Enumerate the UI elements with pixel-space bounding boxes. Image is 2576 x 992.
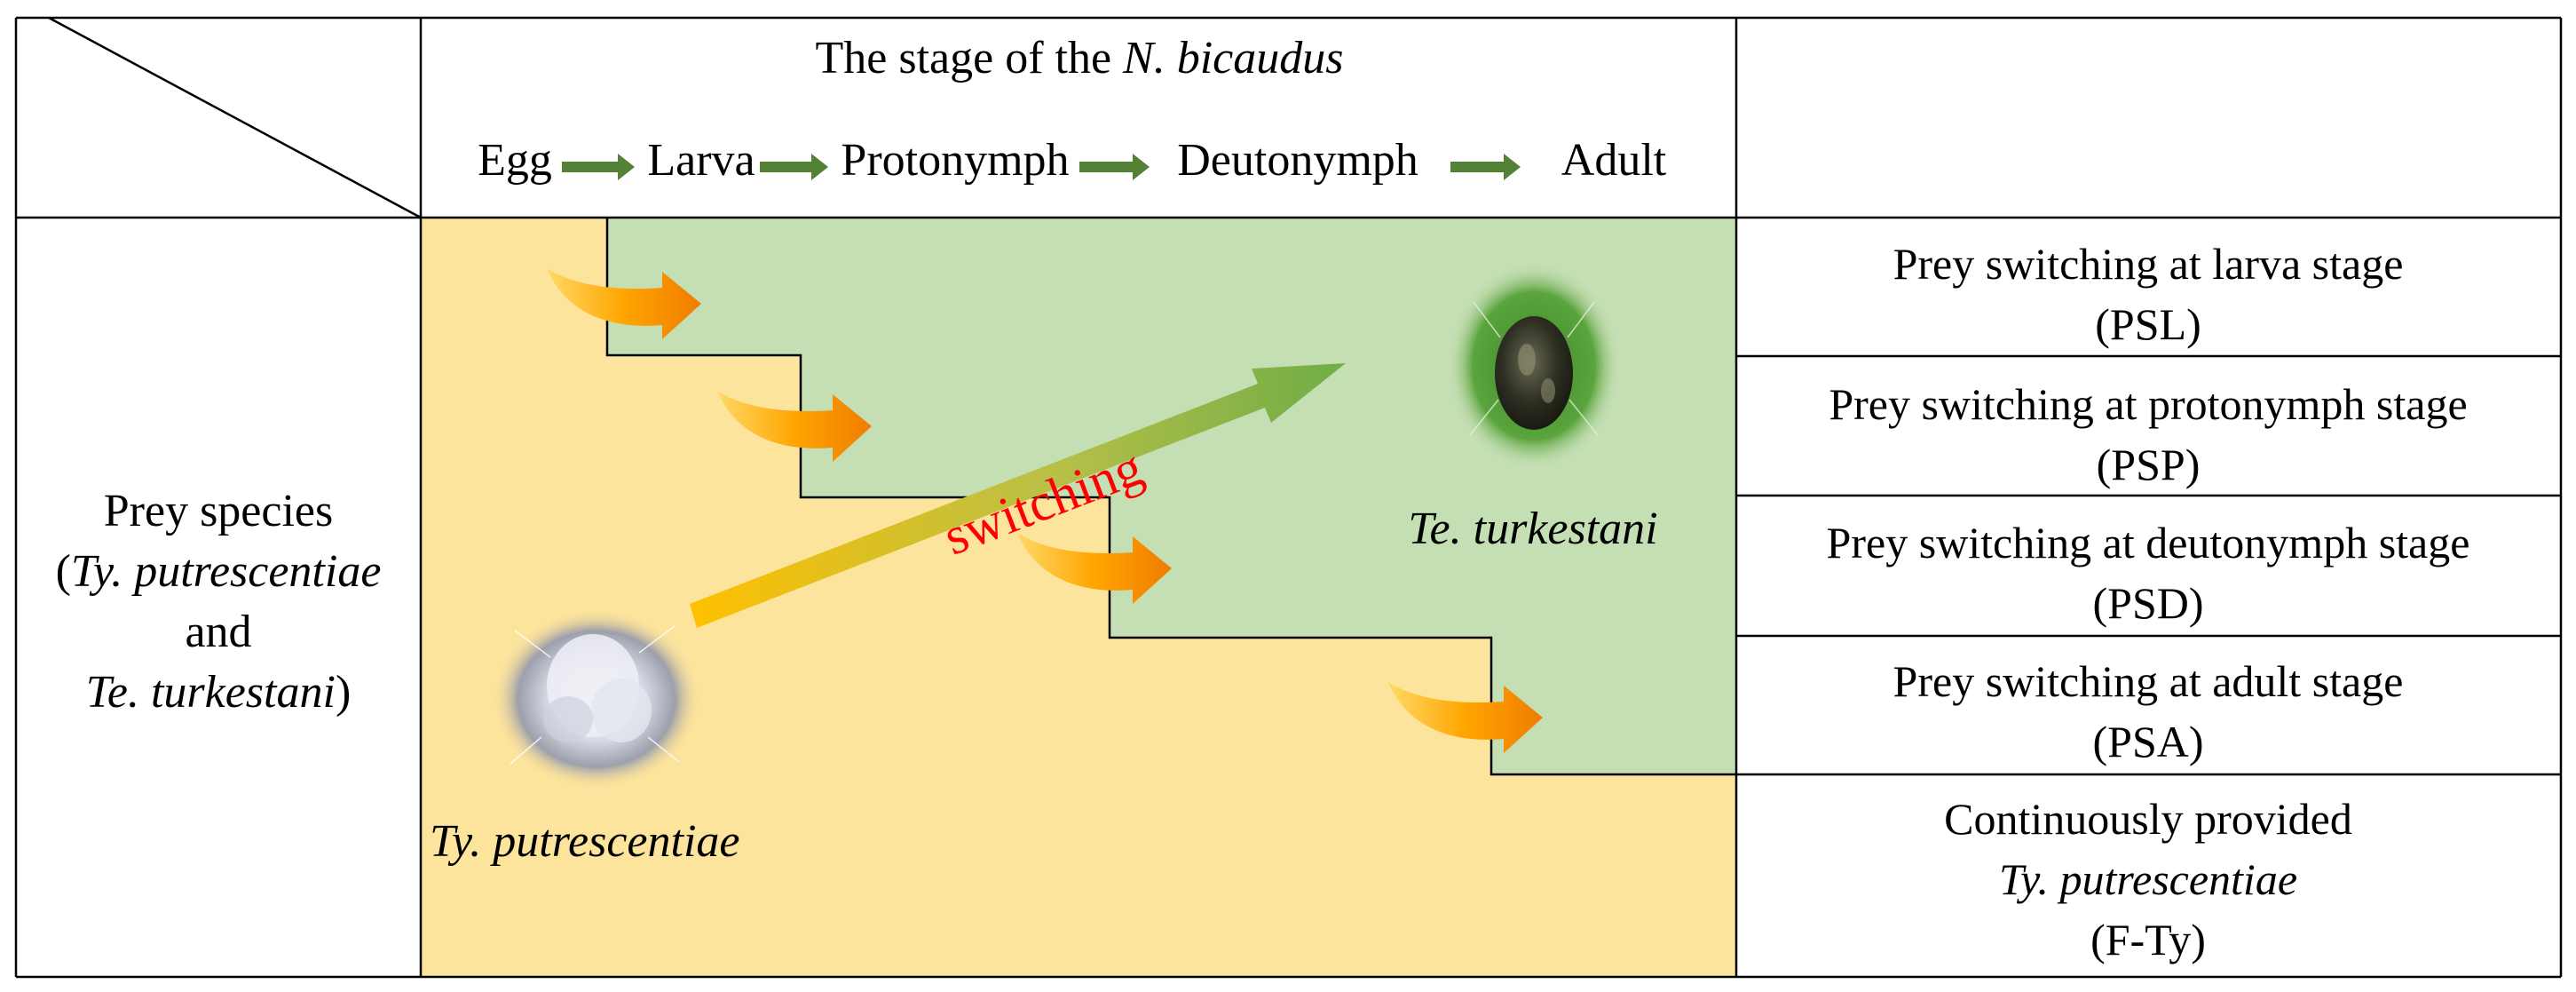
treatment-psa-name: Prey switching at adult stage — [1892, 656, 2404, 706]
treatment-psd-code: (PSD) — [2092, 578, 2204, 628]
stage-arrow-2 — [760, 154, 828, 180]
stage-egg: Egg — [478, 135, 552, 186]
prey-species-ty: Ty. putrescentiae — [70, 546, 382, 597]
prey-species-line4: Te. turkestani) — [85, 667, 352, 718]
stage-arrows — [562, 154, 1521, 180]
prey-species-label: Prey species — [103, 486, 334, 536]
curved-arrow-protonymph — [717, 391, 872, 462]
treatment-psl-name: Prey switching at larva stage — [1892, 239, 2404, 289]
stage-title: The stage of the N. bicaudus — [816, 36, 1344, 82]
table-grid — [14, 16, 2563, 979]
te-turkestani-label: Te. turkestani — [1408, 504, 1658, 554]
stage-arrow-4 — [1450, 154, 1521, 180]
treatment-fty-name: Continuously provided — [1944, 794, 2352, 844]
treatment-psa-code: (PSA) — [2092, 717, 2204, 766]
curved-arrow-deutonymph — [1017, 533, 1172, 604]
ty-putrescentiae-label: Ty. putrescentiae — [430, 816, 740, 867]
treatment-psd-name: Prey switching at deutonymph stage — [1826, 518, 2470, 567]
curved-arrow-larva — [547, 268, 701, 339]
stage-arrow-1 — [562, 154, 635, 180]
stage-protonymph: Protonymph — [841, 135, 1070, 186]
prey-species-line2: (Ty. putrescentiae — [55, 546, 382, 597]
curved-arrow-adult — [1388, 682, 1543, 753]
stage-title-species: N. bicaudus — [1123, 33, 1344, 83]
stage-arrow-3 — [1079, 154, 1150, 180]
treatment-psp-name: Prey switching at protonymph stage — [1829, 379, 2468, 429]
te-turkestani-image — [1447, 261, 1621, 471]
treatment-fty-species: Ty. putrescentiae — [1998, 854, 2298, 904]
prey-species-and: and — [185, 607, 252, 657]
stage-adult: Adult — [1561, 135, 1667, 186]
stage-deutonymph: Deutonymph — [1177, 135, 1418, 186]
treatment-psl-code: (PSL) — [2095, 299, 2201, 349]
prey-species-te: Te. turkestani — [85, 667, 336, 718]
stage-larva: Larva — [647, 135, 755, 186]
switching-arrow — [690, 363, 1346, 628]
stage-title-prefix: The stage of the — [815, 33, 1124, 83]
curved-arrows — [547, 268, 1543, 753]
treatment-fty-code: (F-Ty) — [2090, 915, 2206, 964]
ty-putrescentiae-image — [492, 608, 701, 790]
treatment-psp-code: (PSP) — [2096, 440, 2201, 489]
